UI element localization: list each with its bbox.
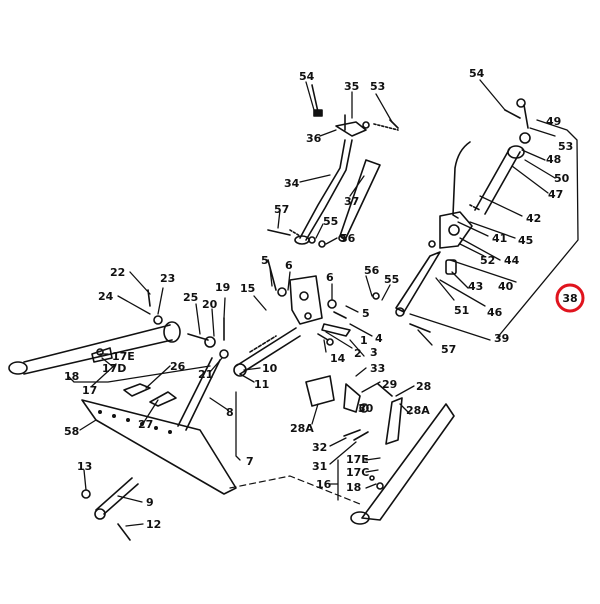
left-drawbar-frame xyxy=(8,289,237,541)
callout-label: 18 xyxy=(346,481,361,494)
callout-label: 8 xyxy=(226,406,234,419)
callout-label: 17E xyxy=(112,350,135,363)
top-lift-rod-assembly xyxy=(267,84,399,248)
callout-label: 41 xyxy=(492,232,507,245)
callout-label: 13 xyxy=(77,460,92,473)
callout-label: 15 xyxy=(240,282,255,295)
callout-label: 51 xyxy=(454,304,469,317)
callout-label: 46 xyxy=(487,306,503,319)
callout-label: 54 xyxy=(299,70,315,83)
callout-label: 37 xyxy=(344,195,359,208)
callout-label: 17D xyxy=(102,362,126,375)
callout-label: 48 xyxy=(546,153,561,166)
callout-label: 17 xyxy=(82,384,97,397)
callout-label: 56 xyxy=(364,264,380,277)
callout-label: 53 xyxy=(558,140,573,153)
callout-label: 39 xyxy=(494,332,509,345)
callout-label: 18 xyxy=(64,370,79,383)
callout-label: 12 xyxy=(146,518,161,531)
callout-label: 50 xyxy=(554,172,570,185)
callout-label: 9 xyxy=(146,496,154,509)
callout-label: 33 xyxy=(370,362,385,375)
callout-label: 47 xyxy=(548,188,563,201)
highlighted-callout-label: 38 xyxy=(562,292,577,305)
callout-label: 28A xyxy=(406,404,430,417)
callout-label: 54 xyxy=(469,67,485,80)
callout-label: 57 xyxy=(274,203,289,216)
callout-label: 5 xyxy=(362,307,370,320)
callout-label: 23 xyxy=(160,272,175,285)
callout-label: 42 xyxy=(526,212,541,225)
callout-label: 24 xyxy=(98,290,114,303)
callout-label: 53 xyxy=(370,80,385,93)
callout-label: 43 xyxy=(468,280,483,293)
callout-label: 44 xyxy=(504,254,520,267)
callout-label: 17E xyxy=(346,453,369,466)
leader-lines xyxy=(67,79,579,527)
callout-label: 5 xyxy=(261,254,269,267)
callout-label: 56 xyxy=(340,232,356,245)
callout-label: 1 xyxy=(360,334,368,347)
callout-label: 3 xyxy=(370,346,378,359)
callout-label: 32 xyxy=(312,441,327,454)
right-lever-assembly xyxy=(372,98,531,333)
callout-label: 4 xyxy=(375,332,383,345)
callout-label: 27 xyxy=(138,418,153,431)
callout-label: 58 xyxy=(64,425,79,438)
callout-label: 55 xyxy=(323,215,338,228)
callout-label: 10 xyxy=(262,362,278,375)
callout-label: 6 xyxy=(326,271,334,284)
callout-label: 11 xyxy=(254,378,269,391)
lower-right-lift-link xyxy=(229,375,455,525)
callout-label: 21 xyxy=(198,368,213,381)
callout-label: 16 xyxy=(316,478,332,491)
callout-label: 17C xyxy=(346,466,369,479)
callout-label: 19 xyxy=(215,281,230,294)
callout-label: 40 xyxy=(498,280,514,293)
callout-label: 29 xyxy=(382,378,397,391)
callout-label: 6 xyxy=(285,259,293,272)
callout-label: 28 xyxy=(416,380,431,393)
callout-label: 20 xyxy=(202,298,218,311)
callout-label: 52 xyxy=(480,254,495,267)
callout-label: 2 xyxy=(354,347,362,360)
callout-label: 34 xyxy=(284,177,300,190)
highlight-ring xyxy=(555,283,585,313)
callout-label: 30 xyxy=(358,402,374,415)
callout-label: 28A xyxy=(290,422,314,435)
callout-label: 36 xyxy=(306,132,322,145)
callout-label: 45 xyxy=(518,234,533,247)
callout-label: 26 xyxy=(170,360,186,373)
callout-labels: 54 35 53 36 34 37 57 55 56 54 49 53 48 5… xyxy=(64,67,573,531)
callout-label: 35 xyxy=(344,80,359,93)
callout-label: 25 xyxy=(183,291,198,304)
callout-label: 57 xyxy=(441,343,456,356)
callout-label: 14 xyxy=(330,352,346,365)
callout-label: 7 xyxy=(246,455,254,468)
callout-label: 55 xyxy=(384,273,399,286)
callout-label: 22 xyxy=(110,266,125,279)
callout-label: 49 xyxy=(546,115,561,128)
callout-label: 31 xyxy=(312,460,327,473)
